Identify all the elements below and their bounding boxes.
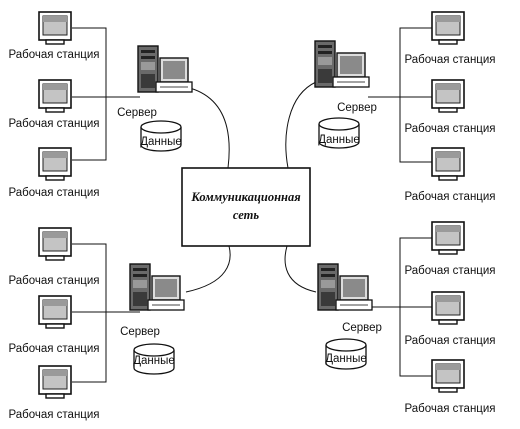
- server-icon: [137, 45, 193, 93]
- workstation: Рабочая станция: [404, 11, 496, 66]
- network-label-line2: сеть: [233, 208, 259, 222]
- workstation-label: Рабочая станция: [8, 118, 99, 130]
- database-label: Данные: [140, 136, 182, 148]
- workstation-label: Рабочая станция: [404, 54, 495, 66]
- server-label: Сервер: [117, 107, 157, 119]
- workstation: Рабочая станция: [404, 359, 496, 415]
- workstation: Рабочая станция: [404, 147, 496, 203]
- database: Данные: [133, 343, 175, 375]
- workstation: Рабочая станция: [404, 79, 496, 135]
- workstation: Рабочая станция: [8, 79, 100, 130]
- workstation-icon: [38, 79, 72, 113]
- workstation: Рабочая станция: [8, 147, 100, 199]
- workstation-label: Рабочая станция: [404, 335, 495, 347]
- workstation: Рабочая станция: [404, 291, 496, 347]
- connection-lines: [72, 27, 433, 383]
- server-label: Сервер: [337, 102, 377, 114]
- workstation-icon: [38, 295, 72, 329]
- workstation-icon: [38, 227, 72, 261]
- workstation: Рабочая станция: [8, 11, 100, 61]
- database: Данные: [325, 338, 367, 370]
- workstation-label: Рабочая станция: [8, 409, 99, 421]
- workstation-icon: [38, 147, 72, 181]
- server: Сервер: [120, 263, 185, 338]
- communication-network-box: Коммуникационная сеть: [181, 167, 311, 247]
- server: Сервер: [117, 45, 193, 119]
- workstation-icon: [431, 79, 465, 113]
- server-icon: [317, 263, 373, 311]
- database: Данные: [140, 120, 182, 152]
- database-label: Данные: [325, 353, 367, 365]
- workstation: Рабочая станция: [404, 221, 496, 277]
- workstation-icon: [431, 11, 465, 45]
- workstation-icon: [431, 147, 465, 181]
- workstation: Рабочая станция: [8, 365, 100, 421]
- workstation-icon: [431, 359, 465, 393]
- workstation-icon: [38, 365, 72, 399]
- workstation-icon: [38, 11, 72, 45]
- database-label: Данные: [318, 134, 360, 146]
- server: Сервер: [317, 263, 382, 334]
- database-label: Данные: [133, 355, 175, 367]
- workstation-label: Рабочая станция: [8, 275, 99, 287]
- server-icon: [129, 263, 185, 311]
- server-icon: [314, 40, 370, 88]
- workstation-label: Рабочая станция: [404, 403, 495, 415]
- workstation-label: Рабочая станция: [404, 123, 495, 135]
- workstation-label: Рабочая станция: [8, 49, 99, 61]
- workstation-label: Рабочая станция: [8, 343, 99, 355]
- workstation: Рабочая станция: [8, 295, 100, 355]
- workstation-label: Рабочая станция: [404, 265, 495, 277]
- workstation-label: Рабочая станция: [8, 187, 99, 199]
- server-label: Сервер: [342, 322, 382, 334]
- server: Сервер: [314, 40, 377, 114]
- workstation: Рабочая станция: [8, 227, 100, 287]
- network-label-line1: Коммуникационная: [190, 190, 301, 204]
- server-label: Сервер: [120, 326, 160, 338]
- workstation-icon: [431, 221, 465, 255]
- workstation-icon: [431, 291, 465, 325]
- workstation-label: Рабочая станция: [404, 191, 495, 203]
- database: Данные: [318, 117, 360, 149]
